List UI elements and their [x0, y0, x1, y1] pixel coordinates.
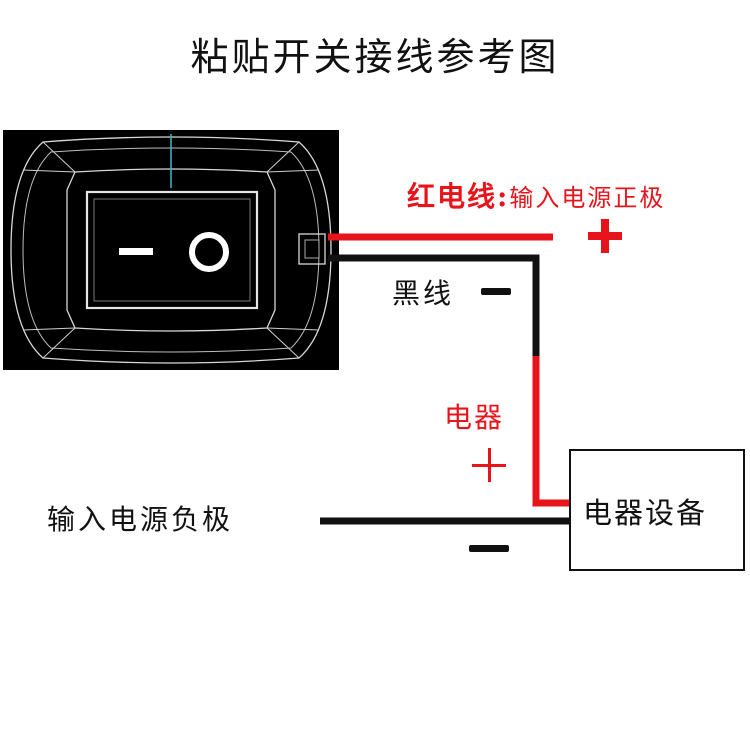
red-wire-separator: :	[497, 180, 510, 213]
red-wire-label: 红电线:输入电源正极	[407, 175, 665, 215]
negative-input-label: 输入电源负极	[47, 503, 234, 536]
device-box	[569, 449, 745, 571]
on-symbol	[189, 232, 229, 272]
rocker-switch-image	[3, 130, 339, 370]
appliance-label: 电器	[444, 401, 505, 434]
device-label: 电器设备	[583, 496, 708, 530]
plus-icon	[472, 448, 506, 482]
minus-icon	[481, 288, 511, 295]
plus-icon	[588, 219, 622, 253]
minus-icon	[469, 545, 509, 552]
black-wire	[328, 254, 540, 358]
black-wire-label: 黑线	[392, 277, 455, 310]
red-wire-description: 输入电源正极	[509, 184, 666, 212]
diagram-title: 粘贴开关接线参考图	[190, 35, 560, 79]
appliance-positive-wire	[532, 356, 571, 507]
off-symbol	[119, 248, 153, 255]
red-wire-name: 红电线	[407, 180, 498, 213]
